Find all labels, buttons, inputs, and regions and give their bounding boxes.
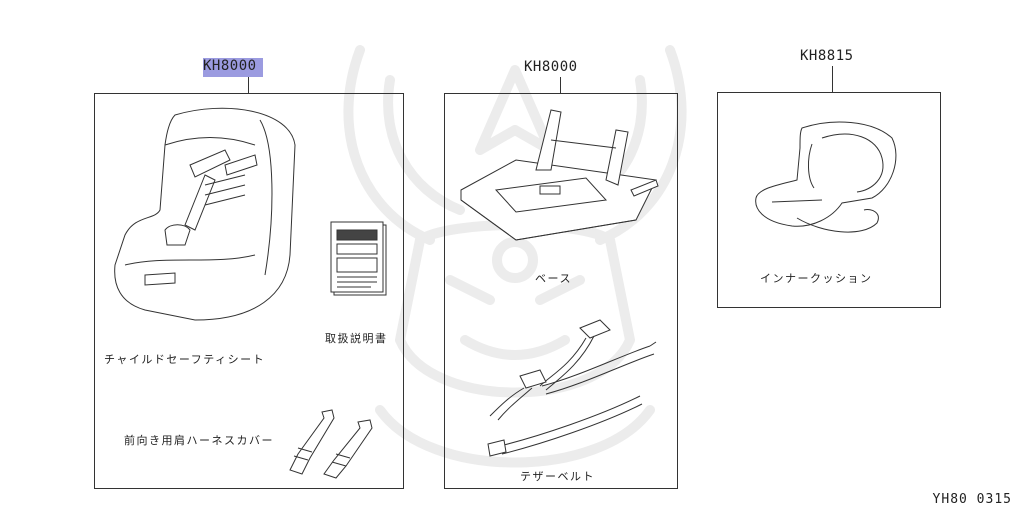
diagram-code: YH80 0315: [932, 492, 1012, 507]
tether-belt-label: テザーベルト: [520, 470, 595, 483]
harness-cover-label: 前向き用肩ハーネスカバー: [124, 434, 274, 447]
child-seat-illustration[interactable]: [105, 105, 305, 330]
child-seat-label: チャイルドセーフティシート: [104, 353, 266, 366]
harness-cover-illustration[interactable]: [280, 408, 380, 480]
manual-label: 取扱説明書: [325, 332, 388, 345]
manual-illustration[interactable]: [331, 222, 389, 297]
tether-belt-illustration[interactable]: [480, 316, 665, 466]
inner-cushion-illustration[interactable]: [752, 118, 902, 243]
leader-line-base: [560, 77, 561, 93]
base-box: [444, 93, 678, 489]
part-number-kh8000-seat[interactable]: KH8000: [203, 58, 263, 77]
watermark-crest-icon: [343, 45, 687, 468]
leader-line-cushion: [832, 66, 833, 93]
base-illustration[interactable]: [456, 100, 666, 250]
part-number-highlight: [203, 58, 263, 77]
leader-line-seat: [248, 77, 249, 93]
part-number-kh8000-base[interactable]: KH8000: [524, 59, 578, 75]
base-label: ベース: [535, 272, 572, 285]
child-seat-box: [94, 93, 404, 489]
inner-cushion-box: [717, 92, 941, 308]
inner-cushion-label: インナークッション: [760, 272, 873, 285]
part-number-kh8815[interactable]: KH8815: [800, 48, 854, 64]
